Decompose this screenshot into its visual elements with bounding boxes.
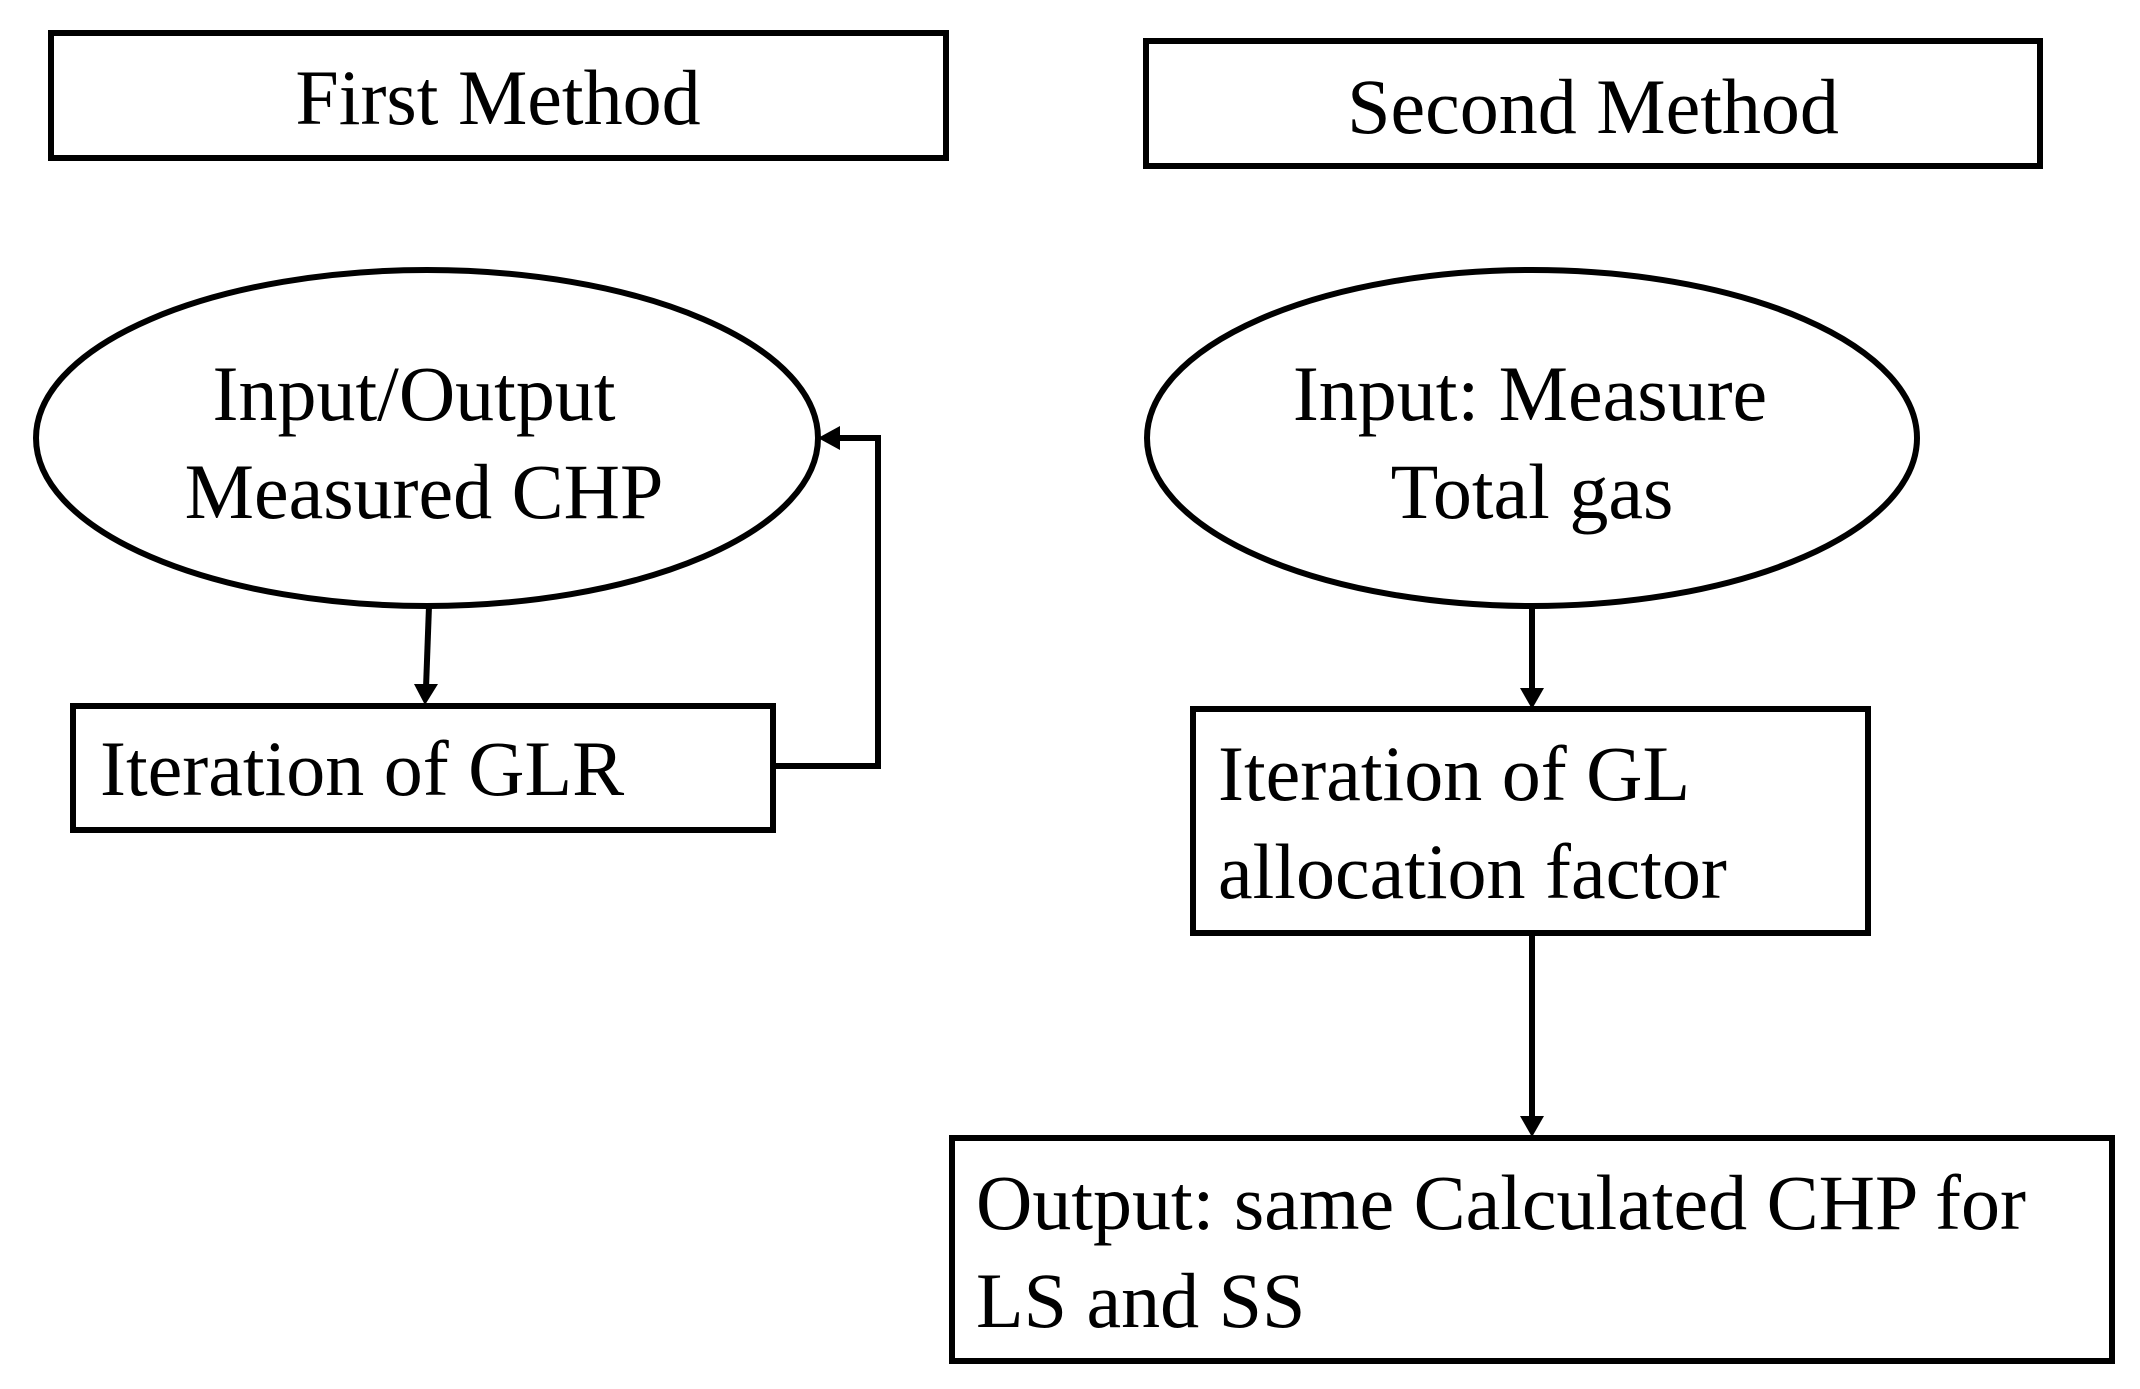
first-method-column: First Method Input/Output Measured CHP I…	[33, 30, 949, 833]
second-method-iteration-line2: allocation factor	[1218, 828, 1727, 915]
second-method-input-line2: Total gas	[1391, 448, 1674, 535]
first-method-feedback-loop-head	[818, 426, 840, 450]
first-method-title-box	[48, 30, 949, 161]
first-method-title: First Method	[295, 54, 700, 141]
second-method-column: Second Method Input: Measure Total gas I…	[949, 38, 2115, 1364]
second-method-arrow-2-head	[1520, 1116, 1544, 1137]
second-method-output-line2: LS and SS	[976, 1257, 1305, 1344]
second-method-arrow-1-head	[1520, 688, 1544, 709]
first-method-input-line2: Measured CHP	[185, 448, 664, 535]
second-method-iteration-box	[1190, 706, 1871, 936]
second-method-input-ellipse	[1144, 267, 1920, 609]
first-method-iteration-box	[70, 703, 776, 833]
second-method-title-box	[1143, 38, 2043, 169]
first-method-arrow-down-head	[414, 684, 438, 705]
second-method-output-line1: Output: same Calculated CHP for	[976, 1159, 2026, 1246]
second-method-iteration-line1: Iteration of GL	[1218, 730, 1690, 817]
first-method-input-line1: Input/Output	[213, 350, 616, 437]
first-method-input-ellipse	[33, 267, 821, 609]
second-method-output-box	[949, 1135, 2115, 1364]
second-method-input-line1: Input: Measure	[1293, 350, 1767, 437]
first-method-arrow-down	[423, 605, 432, 689]
first-method-iteration-label: Iteration of GLR	[100, 725, 624, 812]
first-method-feedback-loop	[773, 435, 881, 769]
second-method-title: Second Method	[1347, 63, 1839, 150]
